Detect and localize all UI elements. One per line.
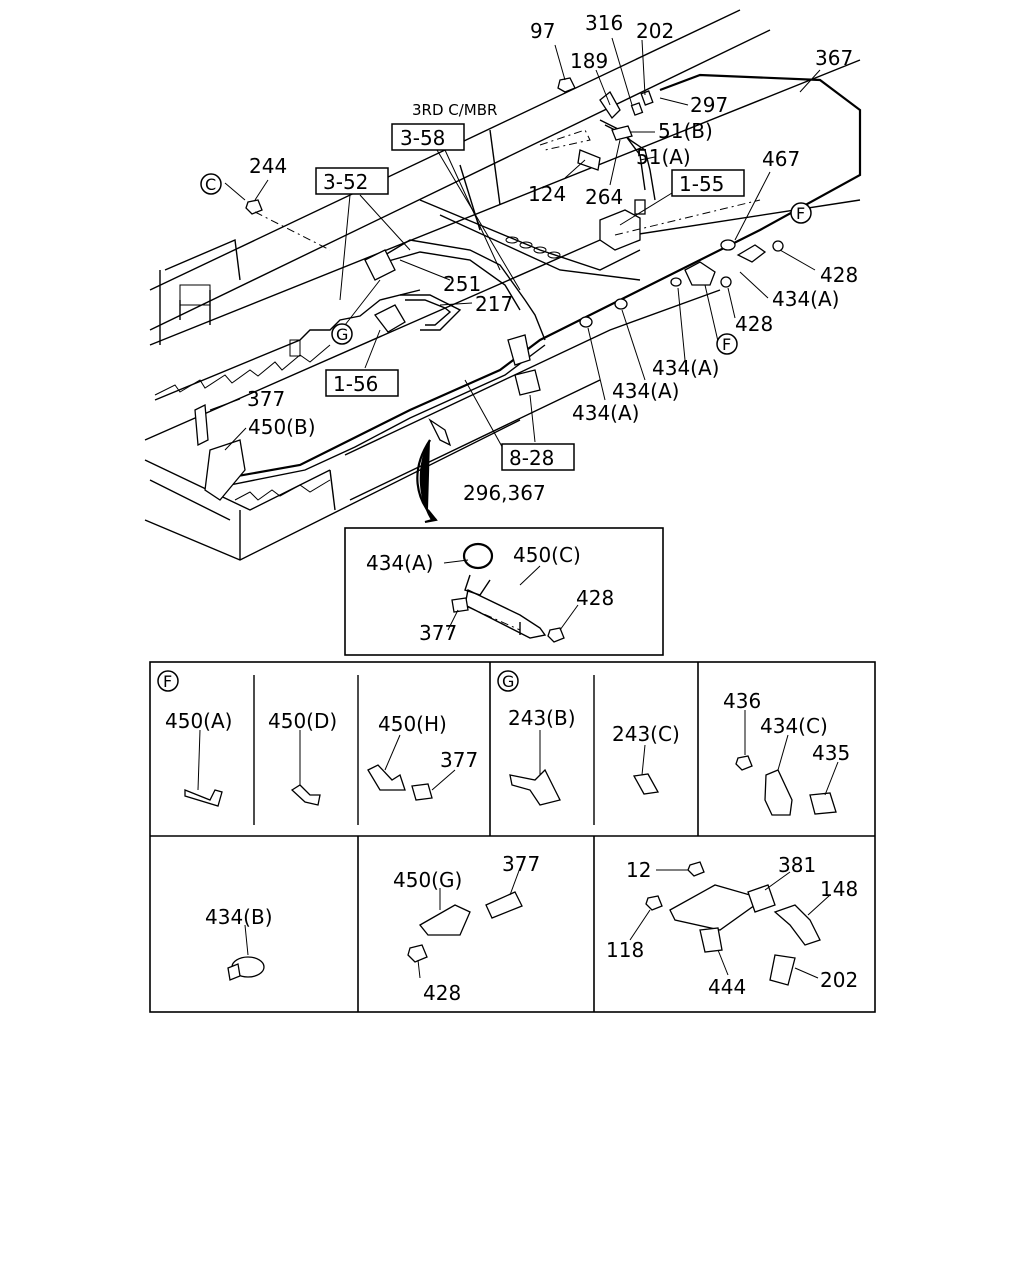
ref-box-1-56[interactable]: 1-56 [325, 369, 399, 397]
inset-label-450c: 450(C) [513, 543, 581, 567]
cell-381: 12 381 148 118 444 202 [606, 853, 858, 999]
ref-box-1-56-label: 1-56 [333, 372, 378, 396]
label-381: 381 [778, 853, 816, 877]
label-377-f: 377 [440, 748, 478, 772]
ref-box-8-28-label: 8-28 [509, 446, 554, 470]
ref-box-8-28[interactable]: 8-28 [501, 443, 575, 471]
label-434b: 434(B) [205, 905, 273, 929]
label-450h: 450(H) [378, 712, 447, 736]
label-444: 444 [708, 975, 746, 999]
label-450g: 450(G) [393, 868, 462, 892]
callout-51a: 51(A) [636, 145, 691, 169]
ref-box-1-55-label: 1-55 [679, 172, 724, 196]
label-450a: 450(A) [165, 709, 232, 733]
cell-450a: 450(A) [165, 709, 232, 807]
label-428-b: 428 [423, 981, 461, 1005]
callout-467: 467 [762, 147, 800, 171]
callout-434a-mid: 434(A) [652, 356, 719, 380]
label-450d: 450(D) [268, 709, 337, 733]
callout-51b: 51(B) [658, 119, 713, 143]
callout-264: 264 [585, 185, 623, 209]
chassis-frame [144, 9, 861, 561]
grid-marker-f: F [157, 670, 179, 692]
callout-377-main: 377 [247, 387, 285, 411]
label-202: 202 [820, 968, 858, 992]
grid-marker-g-label: G [502, 672, 514, 691]
callout-296-367: 296,367 [463, 481, 546, 505]
detail-inset: 434(A) 450(C) 428 377 [344, 527, 664, 656]
marker-g-label: G [336, 325, 348, 344]
cell-450d: 450(D) [268, 709, 337, 806]
cell-450g: 450(G) 377 428 [393, 852, 540, 1005]
callout-367: 367 [815, 46, 853, 70]
callout-428-right: 428 [820, 263, 858, 287]
marker-f-mid: F [716, 333, 738, 355]
ref-box-3-52-label: 3-52 [323, 170, 368, 194]
ref-box-1-55[interactable]: 1-55 [671, 169, 745, 197]
callout-450b: 450(B) [248, 415, 316, 439]
callout-3rd-cmbr: 3RD C/MBR [412, 101, 497, 119]
label-148: 148 [820, 877, 858, 901]
marker-c: C [200, 173, 222, 195]
marker-g: G [331, 323, 353, 345]
inset-label-434a: 434(A) [366, 551, 433, 575]
callout-97: 97 [530, 19, 555, 43]
callout-202: 202 [636, 19, 674, 43]
callout-428-mid: 428 [735, 312, 773, 336]
label-12: 12 [626, 858, 651, 882]
callout-316: 316 [585, 11, 623, 35]
ref-box-3-58-label: 3-58 [400, 126, 445, 150]
grid-marker-g: G [497, 670, 519, 692]
grid-marker-f-label: F [163, 672, 172, 691]
callout-labels: 97 316 202 189 367 297 51(B) 51(A) 124 2… [247, 11, 858, 505]
callout-244: 244 [249, 154, 287, 178]
marker-f-top: F [790, 202, 812, 224]
cell-434b: 434(B) [205, 905, 273, 981]
label-243c: 243(C) [612, 722, 680, 746]
cell-450h: 450(H) 377 [367, 712, 478, 801]
label-436: 436 [723, 689, 761, 713]
label-118: 118 [606, 938, 644, 962]
callout-434a-bottom: 434(A) [572, 401, 639, 425]
label-434c: 434(C) [760, 714, 828, 738]
callout-217: 217 [475, 292, 513, 316]
callout-297: 297 [690, 93, 728, 117]
callout-189: 189 [570, 49, 608, 73]
detail-arrow [419, 439, 438, 523]
inset-label-377: 377 [419, 621, 457, 645]
main-parts [194, 77, 784, 501]
inset-label-428: 428 [576, 586, 614, 610]
ref-box-3-52[interactable]: 3-52 [315, 167, 389, 195]
callout-434a-right: 434(A) [772, 287, 839, 311]
ref-box-3-58[interactable]: 3-58 [391, 123, 465, 151]
callout-124: 124 [528, 182, 566, 206]
callout-434a-lower: 434(A) [612, 379, 679, 403]
marker-f-top-label: F [796, 204, 805, 223]
leader-lines [209, 37, 821, 471]
cell-243c: 243(C) [612, 722, 680, 795]
callout-251: 251 [443, 272, 481, 296]
parts-grid [149, 661, 876, 1013]
label-243b: 243(B) [508, 706, 576, 730]
cell-243b: 243(B) [508, 706, 576, 806]
marker-f-mid-label: F [722, 335, 731, 354]
marker-c-label: C [205, 175, 216, 194]
cell-434c: 436 434(C) 435 [723, 689, 850, 816]
label-377-b: 377 [502, 852, 540, 876]
label-435: 435 [812, 741, 850, 765]
